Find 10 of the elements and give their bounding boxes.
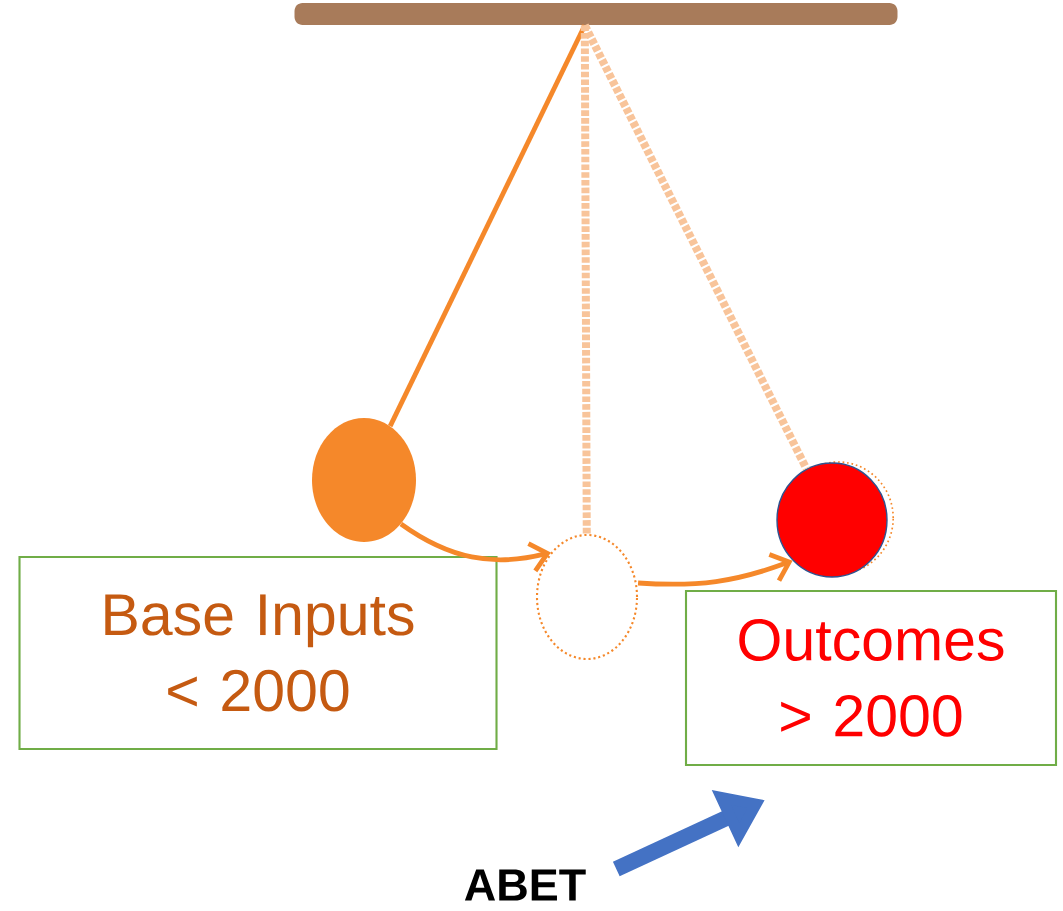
pendulum-ball	[776, 461, 895, 578]
dotted-ball-outline	[535, 533, 639, 661]
swing-arrow	[637, 552, 793, 587]
text-box: Base Inputs < 2000	[18, 555, 498, 751]
text-box: Outcomes > 2000	[684, 589, 1058, 767]
pendulum-string	[581, 23, 810, 471]
label-text: ABET	[464, 869, 586, 901]
ceiling-bar	[294, 3, 898, 25]
pendulum-ball	[312, 418, 416, 542]
swing-arrow	[399, 522, 551, 573]
